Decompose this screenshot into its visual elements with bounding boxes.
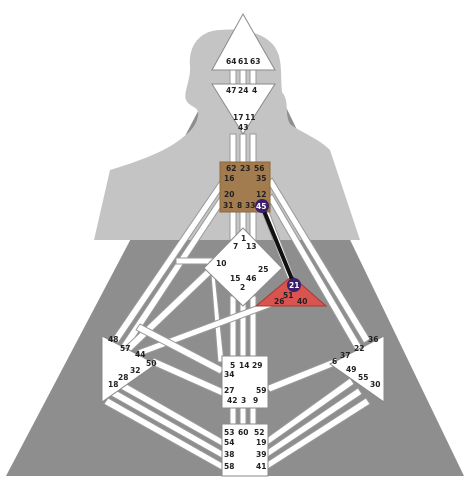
channel-46-29 bbox=[249, 295, 257, 359]
gate-50: 50 bbox=[146, 359, 156, 368]
defined-channel-21-45 bbox=[260, 205, 296, 285]
gate-27: 27 bbox=[224, 386, 234, 395]
gate-26: 26 bbox=[274, 297, 284, 306]
channel-11-56 bbox=[249, 133, 257, 167]
gate-13: 13 bbox=[246, 242, 256, 251]
gate-60: 60 bbox=[238, 428, 248, 437]
gate-7: 7 bbox=[233, 242, 238, 251]
gate-19: 19 bbox=[256, 438, 266, 447]
gate-25: 25 bbox=[258, 265, 268, 274]
solar-plexus-center bbox=[329, 335, 385, 403]
gate-9: 9 bbox=[253, 396, 258, 405]
gate-28: 28 bbox=[118, 373, 128, 382]
gate-6: 6 bbox=[332, 357, 337, 366]
gate-21: 21 bbox=[289, 281, 299, 290]
gate-33: 33 bbox=[245, 201, 255, 210]
gate-62: 62 bbox=[226, 164, 236, 173]
gate-24: 24 bbox=[238, 86, 248, 95]
gate-43: 43 bbox=[238, 123, 248, 132]
gate-41: 41 bbox=[256, 462, 266, 471]
channel-43-23 bbox=[239, 133, 247, 167]
gate-58: 58 bbox=[224, 462, 234, 471]
gate-2: 2 bbox=[240, 283, 245, 292]
gate-16: 16 bbox=[224, 174, 234, 183]
gate-14: 14 bbox=[239, 361, 249, 370]
channel-15-5 bbox=[229, 295, 237, 359]
channel-63-4 bbox=[249, 67, 257, 87]
gate-38: 38 bbox=[224, 450, 234, 459]
gate-59: 59 bbox=[256, 386, 266, 395]
gate-40: 40 bbox=[297, 297, 307, 306]
gate-37: 37 bbox=[340, 351, 350, 360]
gate-15: 15 bbox=[230, 274, 240, 283]
gate-48: 48 bbox=[108, 335, 118, 344]
gate-54: 54 bbox=[224, 438, 234, 447]
gate-63: 63 bbox=[250, 57, 260, 66]
gate-5: 5 bbox=[230, 361, 235, 370]
gate-8: 8 bbox=[237, 201, 242, 210]
gate-4: 4 bbox=[252, 86, 257, 95]
gate-64: 64 bbox=[226, 57, 236, 66]
channel-61-24 bbox=[239, 67, 247, 87]
gate-1: 1 bbox=[241, 234, 246, 243]
gate-30: 30 bbox=[370, 380, 380, 389]
ajna-center bbox=[211, 83, 276, 135]
gate-22: 22 bbox=[354, 344, 364, 353]
gate-36: 36 bbox=[368, 335, 378, 344]
gate-45: 45 bbox=[256, 202, 266, 211]
gate-44: 44 bbox=[135, 350, 145, 359]
gate-55: 55 bbox=[358, 373, 368, 382]
gate-18: 18 bbox=[108, 380, 118, 389]
gate-21-badge bbox=[287, 278, 301, 292]
human-silhouette bbox=[94, 29, 360, 241]
gate-51: 51 bbox=[283, 291, 293, 300]
gate-47: 47 bbox=[226, 86, 236, 95]
gate-11: 11 bbox=[245, 113, 255, 122]
sacral-center bbox=[221, 355, 269, 409]
gate-23: 23 bbox=[240, 164, 250, 173]
gate-39: 39 bbox=[256, 450, 266, 459]
gate-53: 53 bbox=[224, 428, 234, 437]
gate-31: 31 bbox=[223, 201, 233, 210]
gate-42: 42 bbox=[227, 396, 237, 405]
gate-46: 46 bbox=[246, 274, 256, 283]
gate-34: 34 bbox=[224, 370, 234, 379]
gate-52: 52 bbox=[254, 428, 264, 437]
head-center bbox=[211, 12, 276, 71]
gate-32: 32 bbox=[130, 366, 140, 375]
gate-17: 17 bbox=[233, 113, 243, 122]
gate-20: 20 bbox=[224, 190, 234, 199]
gate-35: 35 bbox=[256, 174, 266, 183]
channels bbox=[103, 67, 371, 471]
gate-29: 29 bbox=[252, 361, 262, 370]
gate-3: 3 bbox=[241, 396, 246, 405]
gate-12: 12 bbox=[256, 190, 266, 199]
gate-45-badge bbox=[255, 199, 269, 213]
root-center bbox=[221, 423, 269, 477]
g-center bbox=[203, 227, 283, 307]
gate-57: 57 bbox=[120, 344, 130, 353]
gate-10: 10 bbox=[216, 259, 226, 268]
gate-61: 61 bbox=[238, 57, 248, 66]
spleen-center bbox=[101, 335, 157, 403]
gate-49: 49 bbox=[346, 365, 356, 374]
channel-64-47 bbox=[229, 67, 237, 87]
channel-17-62 bbox=[229, 133, 237, 167]
gate-56: 56 bbox=[254, 164, 264, 173]
